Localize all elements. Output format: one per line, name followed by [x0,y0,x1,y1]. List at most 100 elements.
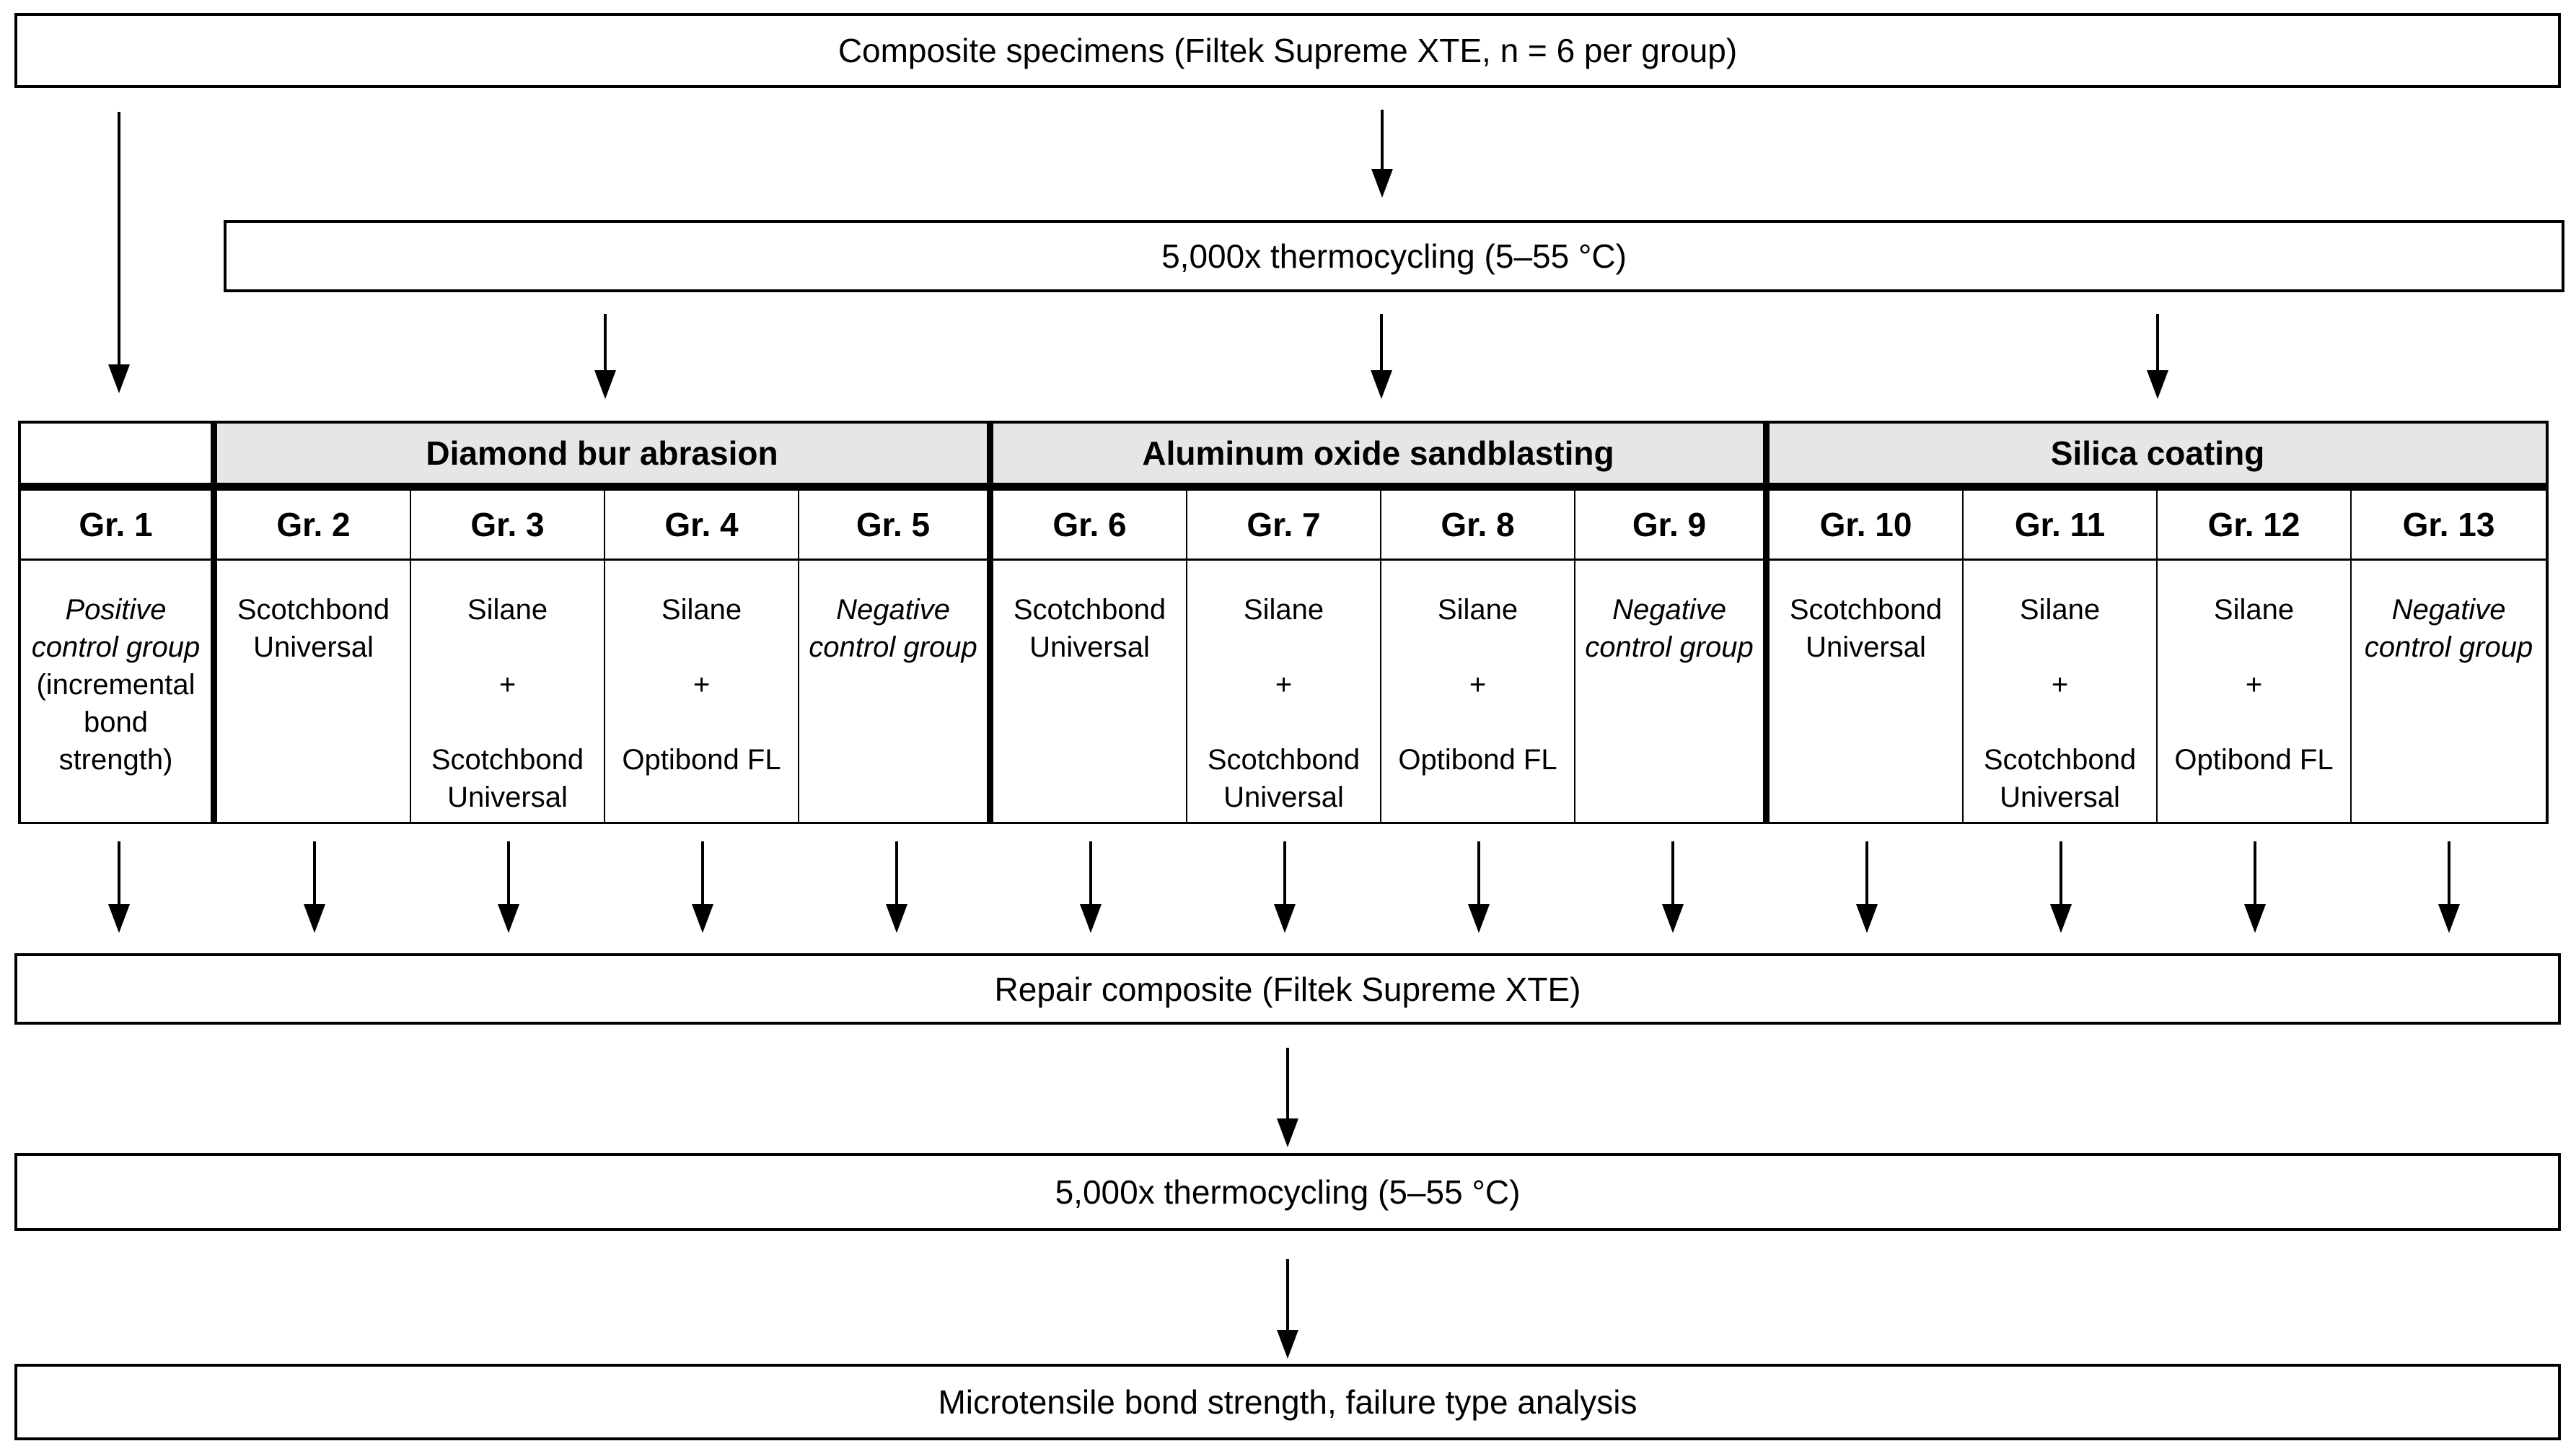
arrow-shaft [1477,841,1480,904]
flow-arrow-down [1277,1259,1298,1359]
treatment-line: Silane [2019,594,2101,626]
treatment-line: (incremental bond strength) [36,669,195,776]
arrow-shaft [1286,1048,1289,1118]
arrowhead-icon [1661,904,1684,933]
group-treatment-cell-10: Scotchbond Universal [1770,561,1964,822]
flow-arrow-down [594,314,616,399]
flow-arrow-down [1661,841,1684,933]
treatment-line: Optibond FL [622,744,781,776]
arrowhead-icon [885,904,907,933]
arrowhead-icon [1277,1330,1298,1359]
flow-arrow-down [303,841,325,933]
treatment-line: Scotchbond Universal [1013,594,1166,663]
treatment-line [2163,629,2344,666]
section-header-aluminum-oxide-sandblasting: Aluminum oxide sandblasting [993,424,1770,491]
arrowhead-icon [691,904,713,933]
group-treatment-cell-7: Silane + Scotchbond Universal [1187,561,1381,822]
treatment-line: Negative control group [809,594,977,663]
arrow-shaft [894,841,898,904]
treatment-line: Silane [1437,594,1518,626]
arrow-shaft [118,841,120,904]
group-label-cell-3: Gr. 3 [411,491,605,561]
treatment-line [417,704,598,741]
arrowhead-icon [1371,169,1393,198]
treatment-line [417,629,598,666]
group-treatment-cell-13: Negative control group [2352,561,2546,822]
treatment-line: + [2051,669,2069,701]
flow-arrow-down [691,841,713,933]
arrow-shaft [1380,314,1383,370]
flow-arrow-down [2049,841,2072,933]
box-composite-specimens-label: Composite specimens (Filtek Supreme XTE,… [838,32,1738,69]
group-treatment-cell-2: Scotchbond Universal [217,561,411,822]
treatment-line: + [2245,669,2263,701]
treatment-line: Scotchbond Universal [431,744,584,813]
box-thermocycling-2: 5,000x thermocycling (5–55 °C) [14,1153,2561,1231]
flow-arrow-down [1467,841,1490,933]
flow-arrow-down [885,841,907,933]
arrowhead-icon [2049,904,2072,933]
arrow-shaft [118,112,120,364]
treatment-line [611,629,792,666]
treatment-line: Silane [661,594,742,626]
arrowhead-icon [2243,904,2266,933]
treatment-line: Scotchbond Universal [1789,594,1943,663]
group-treatment-cell-5: Negative control group [799,561,993,822]
treatment-line: Scotchbond Universal [1207,744,1360,813]
flow-arrow-down [2243,841,2266,933]
treatment-line: Negative control group [2364,594,2533,663]
treatment-line [2163,704,2344,741]
group-label-cell-8: Gr. 8 [1381,491,1575,561]
arrowhead-icon [497,904,519,933]
group-label-cell-2: Gr. 2 [217,491,411,561]
flow-arrow-down [1371,314,1392,399]
flow-arrow-down [2147,314,2168,399]
flow-arrow-down [1079,841,1102,933]
arrow-shaft [2447,841,2450,904]
group-label-cell-7: Gr. 7 [1187,491,1381,561]
arrow-shaft [2253,841,2256,904]
treatment-line [1193,629,1374,666]
treatment-line: Negative control group [1585,594,1754,663]
box-thermocycling-2-label: 5,000x thermocycling (5–55 °C) [1055,1173,1521,1211]
box-thermocycling-1: 5,000x thermocycling (5–55 °C) [224,220,2564,292]
arrowhead-icon [1277,1118,1298,1147]
group-label-cell-6: Gr. 6 [993,491,1187,561]
box-microtensile-analysis: Microtensile bond strength, failure type… [14,1364,2561,1440]
arrowhead-icon [2147,370,2168,399]
arrow-shaft [700,841,704,904]
group-treatment-cell-3: Silane + Scotchbond Universal [411,561,605,822]
arrowhead-icon [1855,904,1878,933]
treatment-line: + [498,669,516,701]
treatment-line [1193,704,1374,741]
arrow-shaft [1283,841,1286,904]
arrowhead-icon [108,904,130,933]
group-treatment-cell-9: Negative control group [1575,561,1770,822]
box-repair-composite: Repair composite (Filtek Supreme XTE) [14,953,2561,1025]
section-header-diamond-bur-abrasion: Diamond bur abrasion [217,424,993,491]
group-label-cell-11: Gr. 11 [1964,491,2158,561]
treatment-line: Silane [2213,594,2295,626]
group-treatment-cell-4: Silane + Optibond FL [605,561,799,822]
flow-arrow-down [1855,841,1878,933]
group-label-cell-1: Gr. 1 [21,491,217,561]
arrow-shaft [312,841,316,904]
treatment-line: + [1469,669,1487,701]
arrowhead-icon [108,364,130,393]
box-microtensile-analysis-label: Microtensile bond strength, failure type… [938,1383,1638,1421]
arrow-shaft [1865,841,1868,904]
arrowhead-icon [303,904,325,933]
group-label-cell-13: Gr. 13 [2352,491,2546,561]
treatment-line: Optibond FL [2174,744,2334,776]
arrow-shaft [1089,841,1092,904]
flow-arrow-down [108,112,130,393]
box-repair-composite-label: Repair composite (Filtek Supreme XTE) [994,970,1581,1008]
table-corner-cell [21,424,217,491]
treatment-line: Scotchbond Universal [1983,744,2137,813]
group-label-cell-12: Gr. 12 [2158,491,2352,561]
groups-table: Diamond bur abrasion Aluminum oxide sand… [18,421,2549,824]
flow-arrow-down [497,841,519,933]
arrowhead-icon [1467,904,1490,933]
treatment-line [1969,629,2150,666]
flow-arrow-down [1273,841,1296,933]
